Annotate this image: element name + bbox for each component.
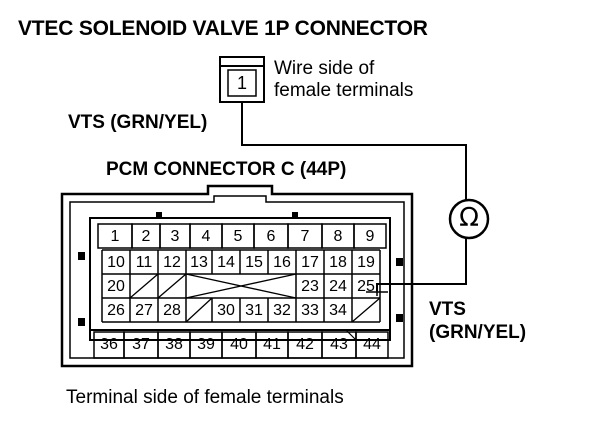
probe-tip <box>366 284 388 296</box>
pin-44: 44 <box>363 336 381 353</box>
pin-7: 7 <box>300 228 310 245</box>
pin-39: 39 <box>197 336 215 353</box>
unused-cavity-marks <box>129 273 381 323</box>
pin-2: 2 <box>141 228 151 245</box>
pcm-grid-lines <box>101 249 381 323</box>
pin-9: 9 <box>365 228 375 245</box>
pin-24: 24 <box>329 278 347 295</box>
vts-right-line1: VTS <box>429 299 466 320</box>
pcm-connector-housing <box>60 184 414 368</box>
pcm-row-1-cells <box>97 223 387 249</box>
pin-11: 11 <box>135 254 153 271</box>
pin-13: 13 <box>190 254 208 271</box>
pin-6: 6 <box>266 228 276 245</box>
pin-19: 19 <box>357 254 375 271</box>
pin-26: 26 <box>107 302 125 319</box>
vts-label-top: VTS (GRN/YEL) <box>68 112 208 133</box>
pin-31: 31 <box>245 302 263 319</box>
pin-36: 36 <box>100 336 118 353</box>
pin-38: 38 <box>165 336 183 353</box>
pin-37: 37 <box>132 336 150 353</box>
pin-8: 8 <box>333 228 343 245</box>
pin-32: 32 <box>273 302 291 319</box>
diagram-title: VTEC SOLENOID VALVE 1P CONNECTOR <box>18 17 428 40</box>
vtec-pin-1: 1 <box>236 73 247 93</box>
pin-10: 10 <box>107 254 125 271</box>
pin-20: 20 <box>107 278 125 295</box>
pin-34: 34 <box>329 302 347 319</box>
pin-4: 4 <box>201 228 211 245</box>
pin-12: 12 <box>163 254 181 271</box>
wire-side-line1: Wire side of <box>274 58 375 79</box>
pin-3: 3 <box>170 228 180 245</box>
pin-18: 18 <box>329 254 347 271</box>
pin-40: 40 <box>230 336 248 353</box>
pin-23: 23 <box>301 278 319 295</box>
wire-side-label: Wire side of female terminals <box>274 58 413 102</box>
pin-43: 43 <box>330 336 348 353</box>
pin-33: 33 <box>301 302 319 319</box>
connector-latches <box>78 212 403 326</box>
ohm-icon: Ω <box>459 203 479 233</box>
pin-27: 27 <box>135 302 153 319</box>
probe-mark-43 <box>345 329 357 341</box>
pin-14: 14 <box>217 254 235 271</box>
pin-16: 16 <box>273 254 291 271</box>
pin-15: 15 <box>245 254 263 271</box>
ohmmeter-symbol <box>448 198 490 240</box>
vts-right-line2: (GRN/YEL) <box>429 322 527 343</box>
pcm-connector-title: PCM CONNECTOR C (44P) <box>106 159 347 180</box>
wire-side-line2: female terminals <box>274 80 414 101</box>
terminal-side-caption: Terminal side of female terminals <box>66 387 344 408</box>
pin-41: 41 <box>263 336 281 353</box>
vts-label-right: VTS (GRN/YEL) <box>429 298 526 344</box>
pin-25: 25 <box>357 278 375 295</box>
pin-1: 1 <box>110 228 120 245</box>
pin-42: 42 <box>296 336 314 353</box>
pin-30: 30 <box>217 302 235 319</box>
pin-28: 28 <box>163 302 181 319</box>
pin-5: 5 <box>233 228 243 245</box>
pcm-row-5-cells <box>93 331 389 359</box>
pin-17: 17 <box>301 254 319 271</box>
